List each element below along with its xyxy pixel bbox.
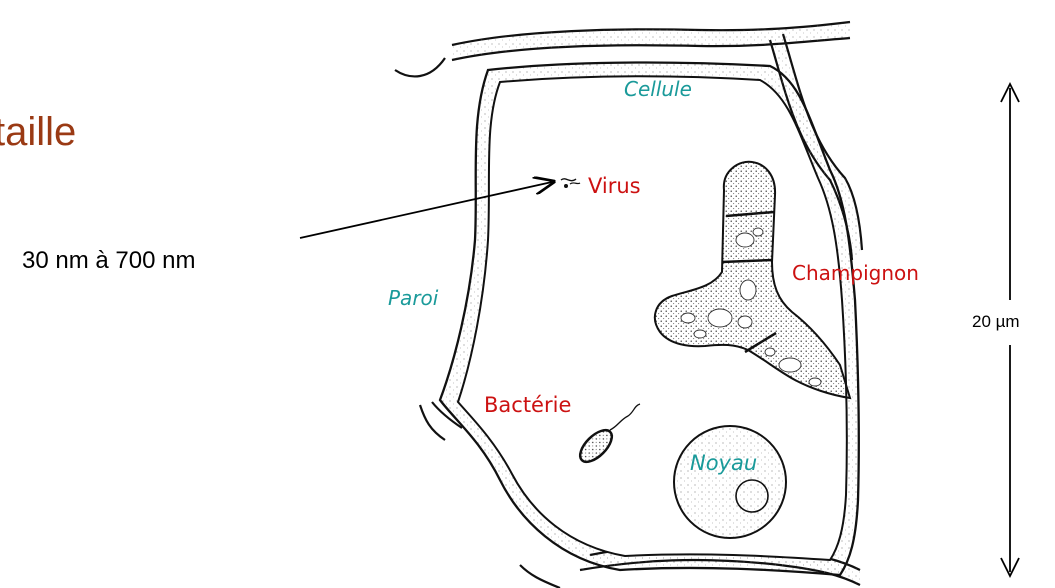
wall-label: Paroi bbox=[388, 286, 439, 310]
cell-label: Cellule bbox=[624, 77, 692, 101]
bacterium-label: Bactérie bbox=[484, 393, 571, 417]
nucleus-label: Noyau bbox=[690, 451, 757, 475]
nucleus bbox=[674, 426, 786, 538]
scale-bar bbox=[1001, 84, 1019, 576]
virus-label: Virus bbox=[588, 174, 641, 198]
fungus-label: Champignon bbox=[792, 261, 919, 285]
